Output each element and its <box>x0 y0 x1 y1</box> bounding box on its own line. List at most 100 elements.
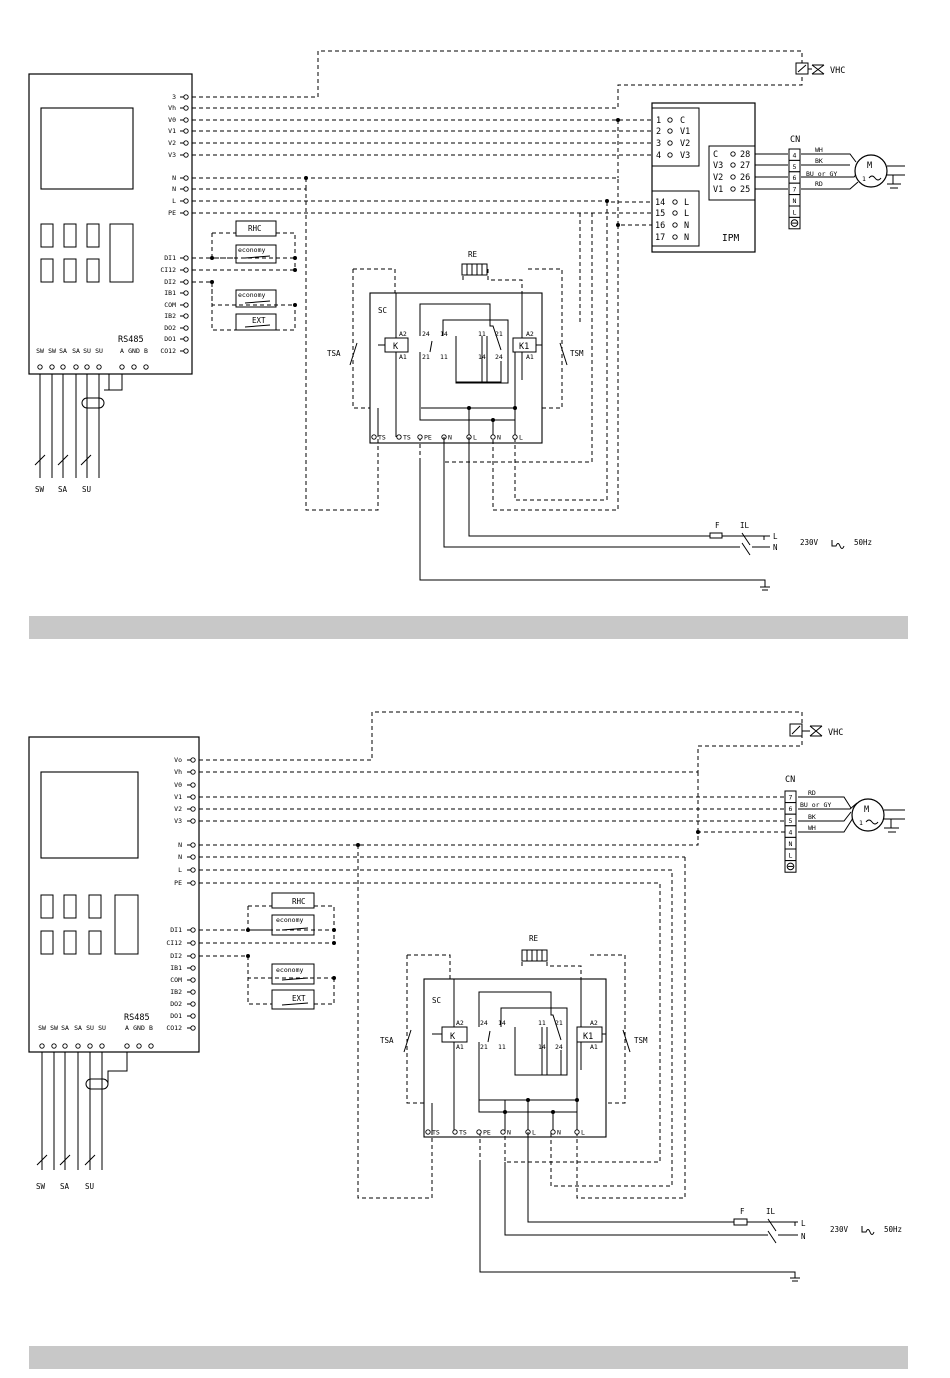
terminal <box>396 434 402 440</box>
ground-icon <box>790 219 799 227</box>
svg-text:1: 1 <box>859 819 863 827</box>
terminal <box>99 1043 105 1049</box>
controller-terminal-label: V0 <box>174 781 182 789</box>
terminal <box>84 364 90 370</box>
cn-pin-label: L <box>793 208 797 216</box>
ipm-pin-number: 1 <box>656 116 661 126</box>
terminal <box>143 364 149 370</box>
svg-text:L: L <box>773 532 778 541</box>
contact-economy: economy <box>271 914 315 936</box>
contact-economy: economy <box>235 244 277 264</box>
controller-buttons <box>40 223 134 283</box>
svg-text:A1: A1 <box>526 353 534 361</box>
sensor-terminal-label: SW <box>38 1024 46 1032</box>
controller-terminal-label: N <box>172 185 176 193</box>
ipm-output-number: 27 <box>740 161 750 171</box>
controller-terminal-label: Vo <box>174 756 182 764</box>
svg-text:14: 14 <box>498 1019 506 1027</box>
ipm-output-number: 25 <box>740 185 750 195</box>
svg-text:TSA: TSA <box>327 349 341 358</box>
terminal <box>75 1043 81 1049</box>
cn-label: CN <box>785 775 795 785</box>
terminal <box>452 1129 458 1135</box>
cn-pin-label: L <box>789 852 793 860</box>
ipm-power-number: 14 <box>655 198 665 208</box>
ipm-pin-number: 4 <box>656 151 661 161</box>
terminal <box>190 806 196 812</box>
svg-text:A1: A1 <box>590 1043 598 1051</box>
contact-economy: economy <box>235 289 277 308</box>
terminal <box>512 434 518 440</box>
wire-label: BK <box>808 813 816 821</box>
sc-terminal-label: L <box>532 1129 536 1137</box>
svg-text:N: N <box>801 1232 806 1241</box>
controller-terminal-label: L <box>172 197 176 205</box>
rs485-label: RS485 <box>124 1013 150 1023</box>
controller-display <box>40 107 134 190</box>
terminal <box>730 186 736 192</box>
sc-terminal-label: L <box>473 434 477 442</box>
sensor-wiring <box>36 1052 128 1170</box>
controller-box <box>28 736 200 1053</box>
cn-pin-label: 6 <box>789 805 793 813</box>
ipm-output-label: C <box>713 150 718 160</box>
sensor-terminal-label: SU <box>98 1024 106 1032</box>
ipm-power-number: 17 <box>655 233 665 243</box>
wire-label: RD <box>815 180 823 188</box>
ipm-power-label: N <box>684 221 689 231</box>
terminal <box>183 175 189 181</box>
svg-text:A2: A2 <box>399 330 407 338</box>
controller-terminal-label: DI1 <box>164 254 176 262</box>
svg-text:A2: A2 <box>590 1019 598 1027</box>
terminal <box>667 140 673 146</box>
terminal <box>49 364 55 370</box>
diagram-2: RS485 VoVhV0V1V2V3NNLPEDI1CI12DI2IB1COMI… <box>28 711 905 1282</box>
ipm-output-number: 26 <box>740 173 750 183</box>
cn-pin-label: 7 <box>789 794 793 802</box>
sensor-label: SW <box>35 485 45 494</box>
sc-terminal-label: N <box>507 1129 511 1137</box>
svg-text:21: 21 <box>495 330 503 338</box>
svg-text:21: 21 <box>422 353 430 361</box>
sc-terminal-label: PE <box>424 434 432 442</box>
controller-terminal-label: V3 <box>174 817 182 825</box>
ipm-pin-label: C <box>680 116 685 126</box>
svg-text:TSM: TSM <box>634 1036 648 1045</box>
svg-text:EXT: EXT <box>252 316 266 325</box>
svg-text:11: 11 <box>440 353 448 361</box>
svg-text:A1: A1 <box>456 1043 464 1051</box>
terminal <box>190 989 196 995</box>
ground-icon <box>786 862 795 871</box>
controller-display <box>40 771 139 859</box>
terminal <box>131 364 137 370</box>
sensor-terminal-label: SA <box>61 1024 69 1032</box>
separator-band <box>29 616 908 639</box>
svg-text:24: 24 <box>555 1043 563 1051</box>
contact-economy: economy <box>271 963 315 985</box>
rs485-pin-label: B <box>144 347 148 355</box>
svg-text:RHC: RHC <box>292 897 306 906</box>
svg-text:21: 21 <box>555 1019 563 1027</box>
terminal <box>190 867 196 873</box>
controller-box <box>28 73 193 375</box>
terminal <box>190 953 196 959</box>
terminal <box>183 302 189 308</box>
ipm-power-label: N <box>684 233 689 243</box>
cn-pin-label: 7 <box>793 186 797 194</box>
svg-text:24: 24 <box>480 1019 488 1027</box>
terminal <box>183 279 189 285</box>
terminal <box>119 364 125 370</box>
controller-terminal-label: CI12 <box>166 939 182 947</box>
svg-text:21: 21 <box>480 1043 488 1051</box>
terminal <box>183 117 189 123</box>
terminal <box>190 782 196 788</box>
terminal <box>183 210 189 216</box>
sensor-terminal-label: SU <box>95 347 103 355</box>
terminal <box>672 222 678 228</box>
rs485-label: RS485 <box>118 335 144 345</box>
terminal <box>190 940 196 946</box>
svg-text:230V: 230V <box>830 1225 849 1234</box>
terminal <box>730 174 736 180</box>
terminal <box>183 290 189 296</box>
controller-terminal-label: L <box>178 866 182 874</box>
